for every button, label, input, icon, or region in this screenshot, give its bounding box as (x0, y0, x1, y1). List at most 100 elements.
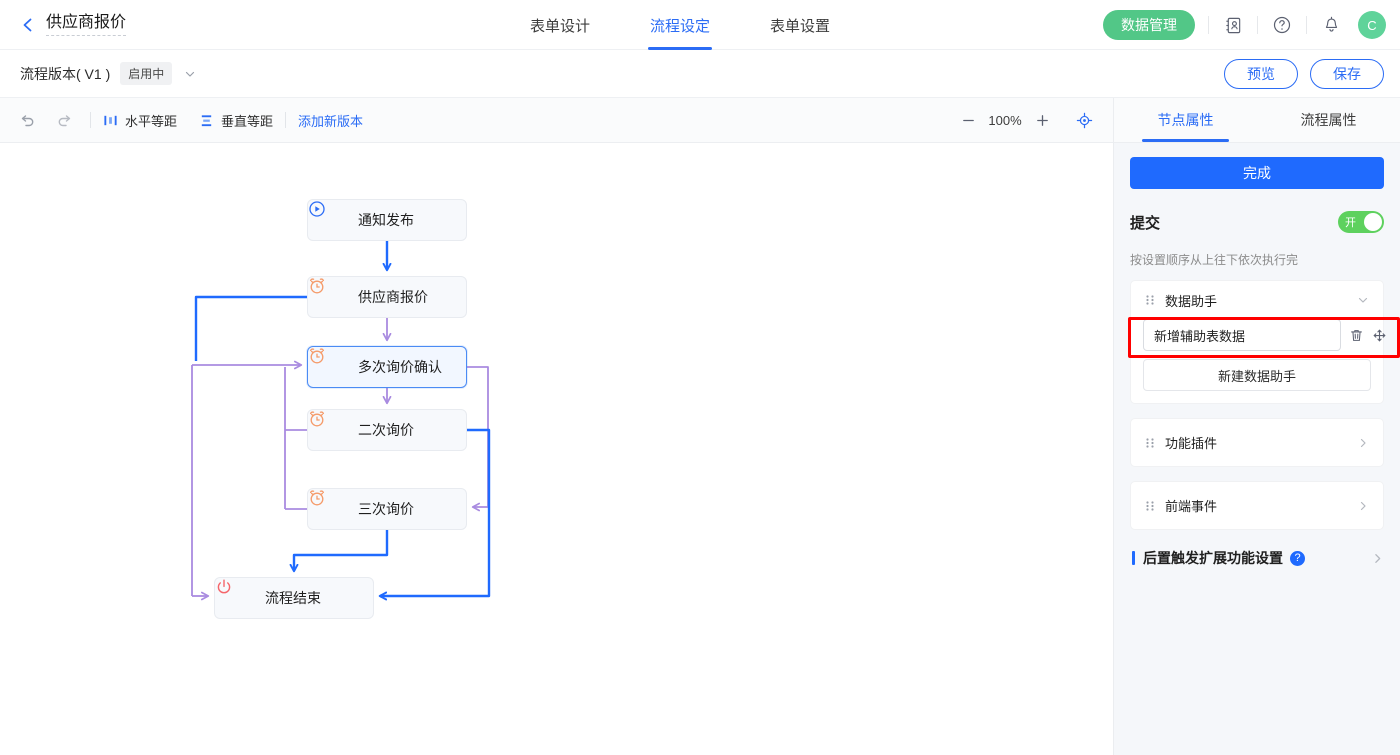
power-off-icon (217, 579, 249, 607)
section-title: 后置触发扩展功能设置 (1143, 550, 1283, 566)
tab-label: 流程设定 (650, 17, 711, 35)
alarm-clock-icon (309, 411, 342, 439)
chevron-down-icon[interactable] (1357, 294, 1369, 306)
submit-label: 提交 (1130, 214, 1161, 232)
alarm-clock-icon (309, 278, 342, 306)
card-header[interactable]: 数据助手 (1131, 281, 1383, 319)
main-nav-tabs: 表单设计 流程设定 表单设置 (500, 0, 860, 50)
tab-node-properties[interactable]: 节点属性 (1114, 98, 1257, 142)
page-title[interactable]: 供应商报价 (46, 13, 127, 36)
card-function-plugin: 功能插件 (1130, 418, 1384, 467)
top-header: 供应商报价 表单设计 流程设定 表单设置 数据管理 (0, 0, 1400, 50)
bell-icon[interactable] (1320, 14, 1342, 36)
flow-node-second-quote[interactable]: 二次询价 (307, 409, 467, 451)
redo-icon[interactable] (50, 106, 78, 134)
tab-label: 表单设置 (770, 17, 831, 35)
add-new-version-link[interactable]: 添加新版本 (298, 113, 364, 129)
drag-handle-icon[interactable] (1145, 499, 1155, 513)
toggle-knob (1364, 213, 1382, 231)
toggle-state-text: 开 (1345, 217, 1356, 229)
chevron-right-icon[interactable] (1357, 437, 1369, 449)
chevron-right-icon[interactable] (1371, 552, 1384, 565)
horizontal-distribute-icon (104, 115, 117, 125)
tab-flow-settings[interactable]: 流程设定 (620, 0, 740, 50)
alarm-clock-icon (309, 348, 342, 376)
zoom-in-button[interactable] (1027, 106, 1057, 134)
flow-node-supplier-quote[interactable]: 供应商报价 (307, 276, 467, 318)
tab-flow-properties[interactable]: 流程属性 (1257, 98, 1400, 142)
trash-icon[interactable] (1349, 326, 1364, 344)
question-mark-icon[interactable]: ? (1290, 550, 1305, 566)
data-manage-button[interactable]: 数据管理 (1103, 10, 1195, 40)
node-label: 三次询价 (358, 501, 414, 517)
card-title: 数据助手 (1165, 293, 1218, 309)
divider (90, 112, 91, 128)
move-icon[interactable] (1372, 326, 1387, 344)
chevron-right-icon[interactable] (1357, 500, 1369, 512)
tab-label: 节点属性 (1157, 112, 1214, 128)
right-panel: 节点属性 流程属性 完成 提交 开 按设置顺序从上往下依次执行完 (1113, 98, 1400, 755)
editor-toolbar: 水平等距 垂直等距 添加新版本 100% (0, 98, 1113, 143)
version-label: 流程版本( V1 ) (20, 65, 111, 82)
zoom-out-button[interactable] (953, 106, 983, 134)
version-actions: 预览 保存 (1224, 58, 1384, 89)
question-circle-icon[interactable] (1271, 14, 1293, 36)
fit-view-button[interactable] (1069, 106, 1099, 134)
add-data-assistant-button[interactable]: 新建数据助手 (1143, 359, 1371, 391)
preview-button[interactable]: 预览 (1224, 58, 1298, 89)
tab-label: 流程属性 (1300, 112, 1357, 128)
zoom-controls: 100% (953, 106, 1099, 134)
play-circle-icon (309, 201, 342, 229)
card-header[interactable]: 功能插件 (1131, 419, 1383, 466)
tab-form-settings[interactable]: 表单设置 (740, 0, 860, 50)
flow-node-multi-quote-confirm[interactable]: 多次询价确认 (307, 346, 467, 388)
avatar[interactable]: C (1358, 11, 1386, 39)
panel-body: 完成 提交 开 按设置顺序从上往下依次执行完 (1114, 143, 1400, 568)
tab-label: 表单设计 (530, 17, 591, 35)
vertical-distribute-button[interactable]: 垂直等距 (199, 111, 273, 130)
flow-edges (191, 241, 491, 601)
divider (285, 112, 287, 128)
panel-tabs: 节点属性 流程属性 (1114, 98, 1400, 143)
contact-book-icon[interactable] (1222, 14, 1244, 36)
done-button[interactable]: 完成 (1130, 157, 1384, 189)
vertical-distribute-icon (201, 114, 212, 126)
flow-node-notify-publish[interactable]: 通知发布 (307, 199, 467, 241)
card-title: 功能插件 (1165, 436, 1218, 451)
card-data-assistant: 数据助手 (1130, 280, 1386, 404)
node-label: 供应商报价 (358, 289, 428, 305)
flow-node-process-end[interactable]: 流程结束 (214, 577, 374, 619)
tab-form-design[interactable]: 表单设计 (500, 0, 620, 50)
chevron-down-icon[interactable] (184, 68, 196, 80)
save-button[interactable]: 保存 (1310, 58, 1384, 89)
node-label: 二次询价 (358, 422, 414, 438)
vertical-distribute-label: 垂直等距 (221, 113, 274, 129)
card-header[interactable]: 前端事件 (1131, 482, 1383, 529)
flow-node-third-quote[interactable]: 三次询价 (307, 488, 467, 530)
submit-toggle[interactable]: 开 (1338, 211, 1384, 233)
header-actions: 数据管理 (1103, 0, 1386, 50)
card-frontend-event: 前端事件 (1130, 481, 1384, 530)
card-body: 新建数据助手 (1131, 319, 1386, 403)
back-icon[interactable] (18, 15, 38, 35)
card-title: 前端事件 (1165, 499, 1218, 514)
submit-row: 提交 开 (1130, 211, 1384, 233)
node-label: 流程结束 (265, 590, 321, 606)
post-trigger-section[interactable]: 后置触发扩展功能设置 ? (1130, 548, 1384, 568)
assistant-name-input[interactable] (1143, 319, 1341, 351)
execution-hint: 按设置顺序从上往下依次执行完 (1130, 253, 1299, 267)
version-bar: 流程版本( V1 ) 启用中 预览 保存 (0, 50, 1400, 98)
drag-handle-icon[interactable] (1145, 293, 1155, 307)
flow-canvas[interactable]: 通知发布 供应商报价 多次询价确认 (0, 143, 1113, 755)
undo-icon[interactable] (14, 106, 42, 134)
horizontal-distribute-label: 水平等距 (125, 113, 178, 129)
drag-handle-icon[interactable] (1145, 436, 1155, 450)
horizontal-distribute-button[interactable]: 水平等距 (103, 111, 177, 130)
node-label: 通知发布 (358, 212, 414, 228)
alarm-clock-icon (309, 490, 342, 518)
divider (1306, 16, 1307, 34)
divider (1257, 16, 1258, 34)
assistant-item-row (1143, 319, 1386, 351)
divider (1208, 16, 1209, 34)
section-accent-bar (1132, 551, 1135, 565)
